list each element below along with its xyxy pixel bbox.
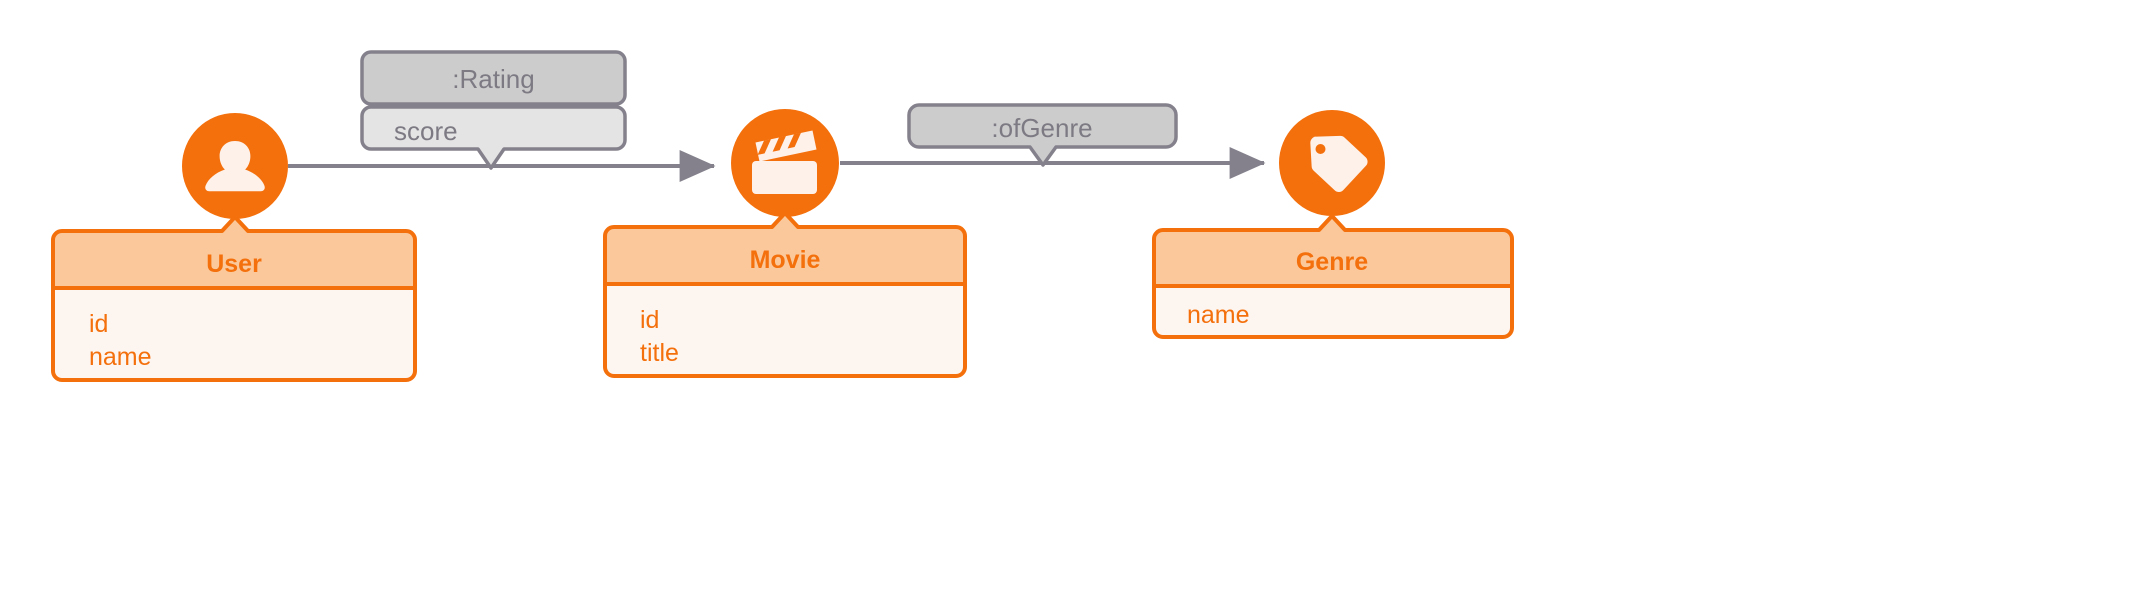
edge-group (288, 147, 1266, 182)
relationship-ofgenre-label: :ofGenre (991, 113, 1092, 143)
node-user-header (51, 215, 417, 290)
relationship-rating-header (360, 50, 627, 106)
clapperboard-icon (752, 130, 817, 194)
relationship-rating-body (360, 105, 627, 170)
node-user[interactable]: User id name (51, 113, 417, 382)
relationship-callout-ofgenre[interactable]: :ofGenre (907, 103, 1178, 167)
relationship-rating-property-score: score (394, 116, 458, 146)
node-user-title: User (206, 250, 262, 278)
node-genre-property-name: name (1187, 301, 1250, 329)
person-icon (205, 141, 265, 192)
relationship-ofgenre-box (907, 103, 1178, 167)
relationship-rating-label: :Rating (452, 64, 534, 94)
node-movie-property-id: id (640, 306, 659, 334)
relationship-callout-rating[interactable]: :Rating score (360, 50, 627, 170)
node-movie-header (603, 211, 967, 286)
node-movie-property-title: title (640, 339, 679, 367)
node-movie-body (603, 282, 967, 378)
node-genre-title: Genre (1296, 248, 1368, 276)
node-movie-title: Movie (750, 246, 821, 274)
node-genre-body (1152, 284, 1514, 339)
node-genre[interactable]: Genre name (1152, 110, 1514, 339)
node-movie[interactable]: Movie id title (603, 109, 967, 378)
node-user-body (51, 286, 417, 382)
node-user-property-name: name (89, 343, 152, 371)
tag-icon (1309, 135, 1368, 192)
node-user-property-id: id (89, 310, 108, 338)
node-genre-header (1152, 214, 1514, 288)
